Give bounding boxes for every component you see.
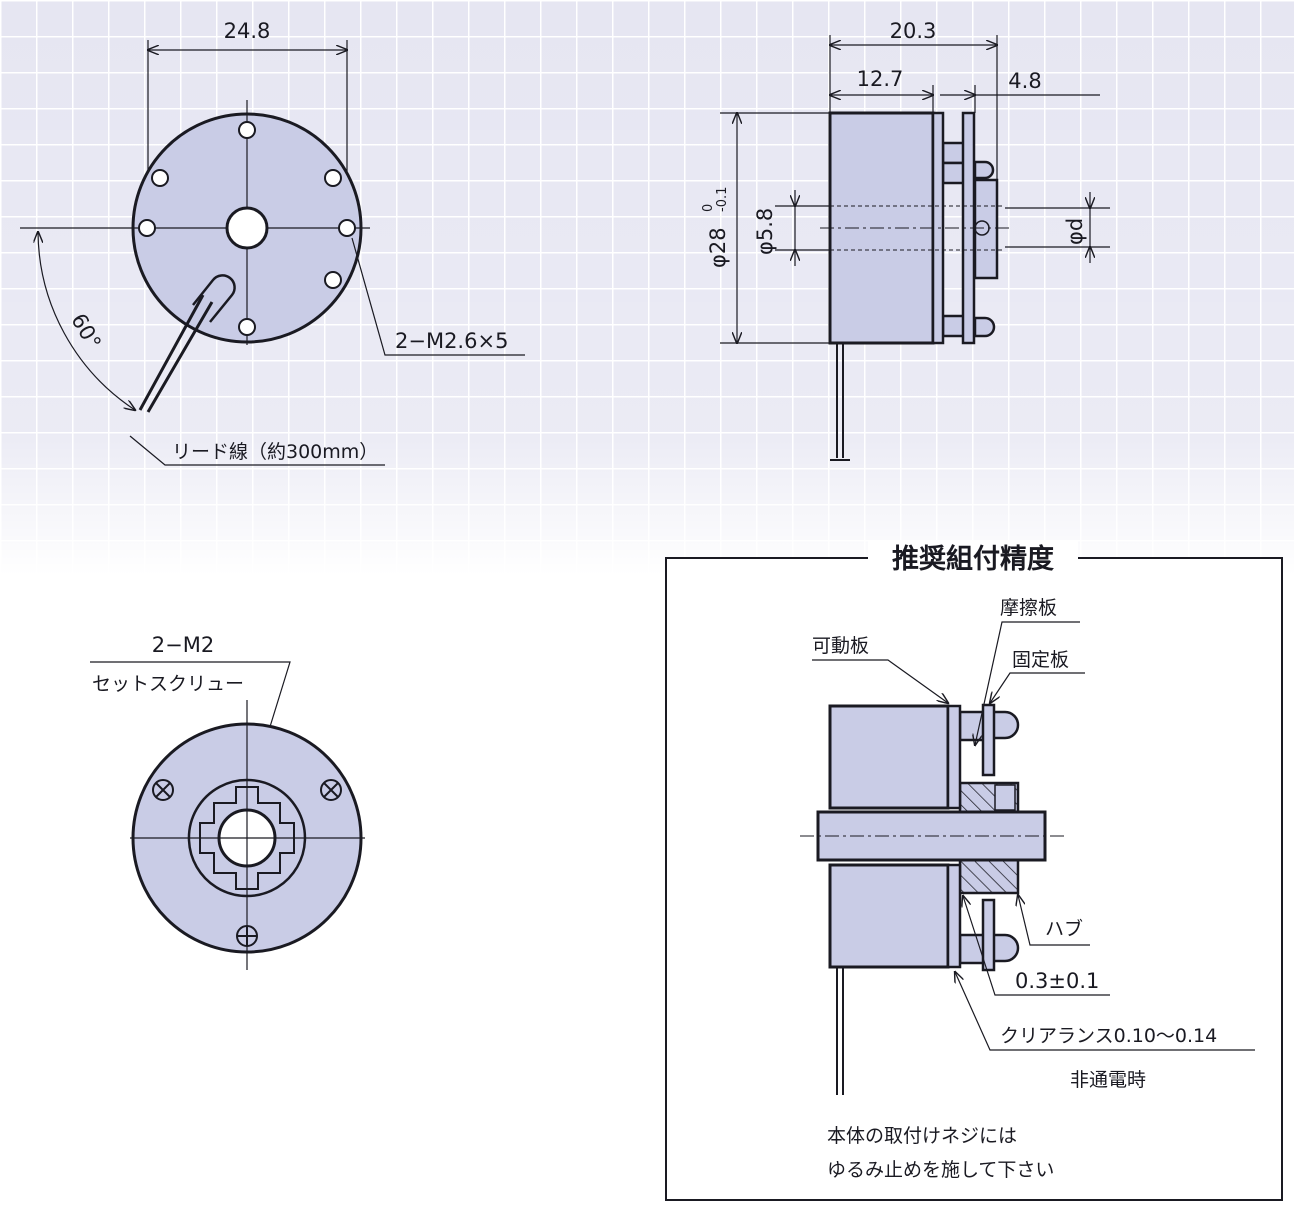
dim-bore: φ5.8 xyxy=(753,208,777,255)
front-view: 2−M2 セットスクリュー xyxy=(90,633,365,970)
dim-total: 20.3 xyxy=(890,19,937,43)
side-view: 20.3 12.7 4.8 φ28 0 -0.1 φ5.8 φd xyxy=(701,19,1110,461)
note-line-2: ゆるみ止めを施して下さい xyxy=(827,1159,1054,1181)
label-movable-plate: 可動板 xyxy=(812,635,869,657)
mount-holes xyxy=(138,121,356,336)
panel-title: 推奨組付精度 xyxy=(892,543,1054,575)
label-clearance-note: 非通電時 xyxy=(1070,1069,1146,1091)
lead-wire xyxy=(138,294,214,413)
hub-section xyxy=(958,858,1020,895)
assembly-panel: 推奨組付精度 可動板 摩擦板 固定板 ハブ 0.3±0.1 クリアランス0.10… xyxy=(665,540,1283,1201)
lead-wire-label: リード線（約300mm） xyxy=(172,441,378,463)
tol-lower: -0.1 xyxy=(715,187,730,212)
screw-icons xyxy=(152,779,342,947)
dim-hub: 4.8 xyxy=(1008,69,1041,93)
dim-shaft: φd xyxy=(1063,218,1087,245)
tol-upper: 0 xyxy=(701,204,716,212)
set-screw-spec: 2−M2 xyxy=(152,633,214,657)
label-friction-plate: 摩擦板 xyxy=(1000,597,1057,619)
note-line-1: 本体の取付けネジには xyxy=(827,1125,1017,1147)
label-fixed-plate: 固定板 xyxy=(1012,649,1069,671)
lead-wire xyxy=(830,343,850,461)
top-view: 24.8 60° 2−M2.6×5 リード線（約300mm） xyxy=(20,19,525,466)
dim-diameter: φ28 xyxy=(706,227,730,268)
label-gap: 0.3±0.1 xyxy=(1015,969,1099,993)
mount-screw-label: 2−M2.6×5 xyxy=(395,329,508,353)
dim-width: 24.8 xyxy=(224,19,271,43)
center-bore xyxy=(225,206,269,250)
dim-body: 12.7 xyxy=(857,67,904,91)
label-clearance: クリアランス0.10〜0.14 xyxy=(1000,1025,1217,1047)
set-screw-label: セットスクリュー xyxy=(92,673,244,695)
label-hub: ハブ xyxy=(1045,917,1083,940)
